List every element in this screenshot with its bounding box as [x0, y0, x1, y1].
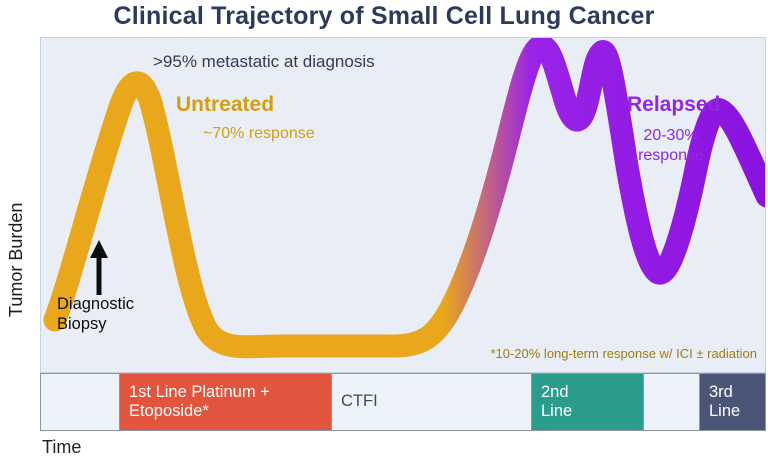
timeline-segment-first-line: 1st Line Platinum + Etoposide*	[120, 373, 332, 431]
biopsy-label: Diagnostic Biopsy	[57, 294, 134, 334]
timeline-segment-third-line: 3rd Line	[700, 373, 766, 431]
relapsed-response: 20-30% response	[616, 126, 726, 165]
segment-label-line: Etoposide*	[129, 402, 209, 420]
x-axis-label: Time	[42, 437, 82, 457]
timeline-segment-pre-treatment	[40, 373, 120, 431]
relapsed-response-line1: 20-30%	[643, 127, 699, 144]
timeline-bar: 1st Line Platinum + Etoposide* CTFI 2nd …	[40, 373, 766, 431]
plot-area: >95% metastatic at diagnosis Untreated ~…	[40, 37, 766, 373]
biopsy-label-line2: Biopsy	[57, 315, 107, 334]
segment-label-line: CTFI	[341, 392, 378, 411]
timeline-segment-gap	[644, 373, 700, 431]
trajectory-curve	[43, 38, 765, 359]
relapsed-label: Relapsed	[627, 93, 721, 116]
up-arrow-icon	[90, 240, 108, 295]
timeline-segment-second-line: 2nd Line	[532, 373, 644, 431]
footnote: *10-20% long-term response w/ ICI ± radi…	[490, 346, 757, 361]
segment-label-line: Line	[709, 402, 741, 420]
timeline-segment-ctfi: CTFI	[332, 373, 532, 431]
diagnosis-note: >95% metastatic at diagnosis	[153, 52, 375, 71]
segment-label-line: 2nd	[541, 382, 569, 401]
biopsy-label-line1: Diagnostic	[57, 295, 135, 313]
segment-label-line: Line	[541, 402, 573, 420]
tumor-burden-band	[43, 38, 765, 359]
y-axis-label: Tumor Burden	[6, 202, 26, 318]
segment-label-line: 3rd	[709, 382, 733, 401]
segment-label-line: 1st Line Platinum +	[129, 382, 270, 401]
untreated-response: ~70% response	[203, 125, 315, 142]
untreated-label: Untreated	[176, 93, 275, 116]
page-title: Clinical Trajectory of Small Cell Lung C…	[113, 2, 655, 30]
relapsed-response-line2: response	[638, 146, 704, 164]
